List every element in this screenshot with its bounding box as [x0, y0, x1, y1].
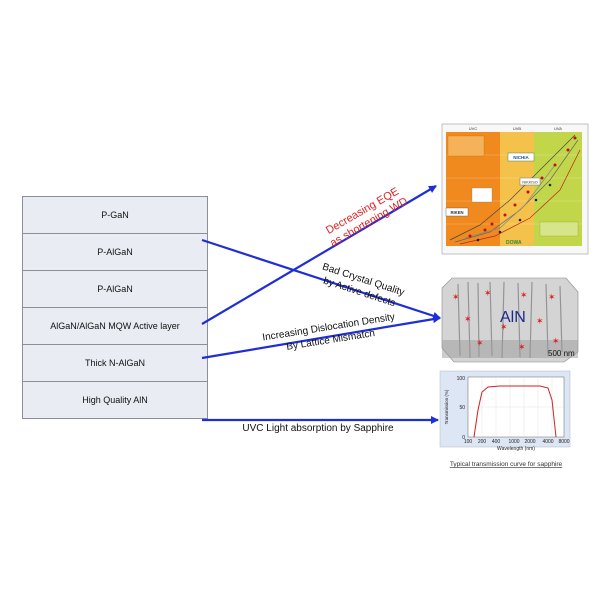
arrow-mqw-to-eqe-chart	[201, 185, 437, 325]
brand-nichia: NICHIA	[513, 155, 529, 160]
sapphire-xtick-4000: 4000	[542, 439, 553, 445]
brand-dowa: DOWA	[506, 240, 522, 246]
sapphire-transmission-curve	[473, 385, 557, 438]
sapphire-caption: Typical transmission curve for sapphire	[450, 461, 563, 468]
layer-stack: P-GaN P-AlGaN P-AlGaN AlGaN/AlGaN MQW Ac…	[22, 196, 208, 419]
sapphire-xtick-100: 100	[464, 439, 473, 445]
layer-p-algan-upper: P-AlGaN	[22, 234, 208, 271]
layer-thick-n-algan: Thick N-AlGaN	[22, 345, 208, 382]
sapphire-xtick-8000: 8000	[558, 439, 569, 445]
svg-text:✶: ✶	[536, 316, 544, 326]
svg-text:✶: ✶	[548, 292, 556, 302]
eqe-chart: UVC UVB UVA NICHIA	[441, 123, 589, 255]
layer-high-quality-aln: High Quality AlN	[22, 382, 208, 419]
uvc-label: UVC	[469, 126, 478, 131]
sapphire-ytick-100: 100	[457, 376, 466, 382]
uvb-label: UVB	[513, 126, 522, 131]
arrow-p-algan-to-tem	[201, 238, 441, 320]
sapphire-ytick-50: 50	[459, 405, 465, 411]
svg-text:✶: ✶	[476, 338, 484, 348]
uva-label: UVA	[554, 126, 562, 131]
svg-text:✶: ✶	[500, 322, 508, 332]
tem-aln-label: AlN	[500, 309, 526, 326]
sapphire-ytick-0: 0	[462, 435, 465, 441]
svg-text:✶: ✶	[464, 314, 472, 324]
sapphire-ylabel: Transmission (%)	[444, 389, 449, 424]
sapphire-xtick-2000: 2000	[524, 439, 535, 445]
sapphire-xtick-400: 400	[492, 439, 501, 445]
brand-nikkiso: NIKKISO	[522, 181, 537, 185]
svg-text:✶: ✶	[518, 342, 526, 352]
brand-riken: RIKEN	[450, 210, 463, 215]
sapphire-xtick-200: 200	[478, 439, 487, 445]
layer-p-gan: P-GaN	[22, 196, 208, 234]
sapphire-xlabel: Wavelength (nm)	[497, 446, 535, 452]
layer-p-algan-lower: P-AlGaN	[22, 271, 208, 308]
svg-text:✶: ✶	[452, 292, 460, 302]
svg-text:✶: ✶	[552, 336, 560, 346]
tem-image: ✶ ✶ ✶ ✶ ✶ ✶ ✶ ✶ ✶ ✶ AlN 500 nm	[441, 277, 579, 363]
svg-text:✶: ✶	[520, 290, 528, 300]
svg-text:✶: ✶	[484, 288, 492, 298]
layer-mqw-active: AlGaN/AlGaN MQW Active layer	[22, 308, 208, 345]
sapphire-xtick-1000: 1000	[508, 439, 519, 445]
uvc-absorption-label: UVC Light absorption by Sapphire	[242, 423, 394, 434]
uvb-band	[500, 132, 534, 246]
tem-scale-label: 500 nm	[548, 349, 575, 358]
sapphire-chart: 100 50 0 Transmission (%) 100 200 400 10…	[439, 370, 571, 468]
arrow-n-algan-to-tem	[201, 315, 441, 360]
